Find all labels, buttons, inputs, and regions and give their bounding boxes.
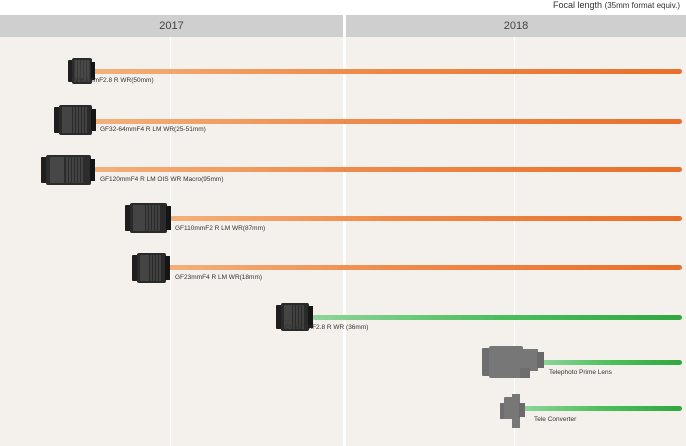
roadmap-line — [312, 315, 682, 320]
lens-label: GF23mmF4 R LM WR(18mm) — [175, 274, 263, 281]
caption-sub: (35mm format equiv.) — [604, 1, 680, 10]
roadmap-line — [540, 360, 682, 365]
roadmap-line — [94, 119, 682, 124]
lens-gf120-icon — [41, 155, 95, 185]
lens-label: Telephoto Prime Lens — [549, 369, 612, 376]
roadmap-line — [94, 167, 682, 172]
caption-main: Focal length — [553, 0, 603, 10]
roadmap-line — [522, 406, 682, 411]
lens-label: GF110mmF2 R LM WR(87mm) — [175, 225, 266, 232]
roadmap-line — [170, 216, 682, 221]
half-year-divider — [170, 37, 171, 446]
year-header-2018: 2018 — [346, 15, 686, 37]
focal-length-caption: Focal length (35mm format equiv.) — [553, 0, 680, 10]
year-divider — [343, 37, 346, 446]
roadmap-line — [92, 69, 682, 74]
telephoto-lens-silhouette-icon — [482, 346, 544, 378]
roadmap-plot: GF63mmF2.8 R WR(50mm) GF32-64mmF4 R LM W… — [0, 37, 686, 446]
tele-converter-silhouette-icon — [500, 394, 525, 428]
lens-gf32-64-icon — [54, 105, 96, 135]
lens-gf45-icon — [276, 303, 313, 331]
year-header-2017: 2017 — [0, 15, 343, 37]
lens-gf110-icon — [125, 203, 171, 233]
lens-label: Tele Converter — [534, 416, 577, 423]
roadmap-line — [168, 265, 682, 270]
lens-label: GF32-64mmF4 R LM WR(25-51mm) — [100, 126, 206, 133]
lens-label: GF45mmF2.8 R WR (36mm) — [285, 324, 369, 331]
lens-gf23-icon — [132, 253, 170, 283]
lens-label: GF63mmF2.8 R WR(50mm) — [72, 77, 154, 84]
lens-gf63-icon — [68, 58, 95, 84]
lens-label: GF120mmF4 R LM OIS WR Macro(95mm) — [100, 176, 224, 183]
half-year-divider — [514, 37, 515, 446]
